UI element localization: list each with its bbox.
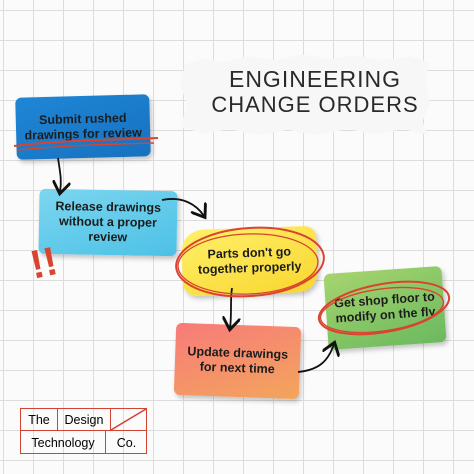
logo-word-co: Co. — [116, 435, 137, 450]
company-logo: The Design Technology Co. — [20, 408, 147, 454]
red-loop-shop-floor — [317, 280, 451, 336]
arrow-3-to-5 — [230, 287, 232, 328]
red-strike-line-2 — [17, 142, 155, 151]
red-loop-parts — [175, 226, 325, 298]
arrow-1-to-2 — [58, 157, 61, 192]
logo-slash-cell — [110, 408, 147, 431]
logo-word-design: Design — [58, 409, 111, 431]
torn-paper-title-card — [180, 54, 430, 136]
title-line-1: ENGINEERING — [228, 66, 402, 92]
logo-word-the: The — [21, 409, 58, 431]
title-line-2: CHANGE ORDERS — [211, 92, 419, 117]
red-loop-shop-floor-2 — [319, 286, 445, 334]
arrow-5-to-4 — [297, 344, 334, 373]
logo-cell-technology — [21, 431, 106, 453]
logo-slash-icon — [110, 408, 147, 431]
arrow-2-to-3 — [161, 198, 204, 216]
red-loop-parts-2 — [177, 233, 319, 295]
logo-word-technology: Technology — [31, 435, 95, 450]
red-strike-line — [13, 137, 159, 147]
exclamation-marks: !! — [26, 239, 61, 288]
